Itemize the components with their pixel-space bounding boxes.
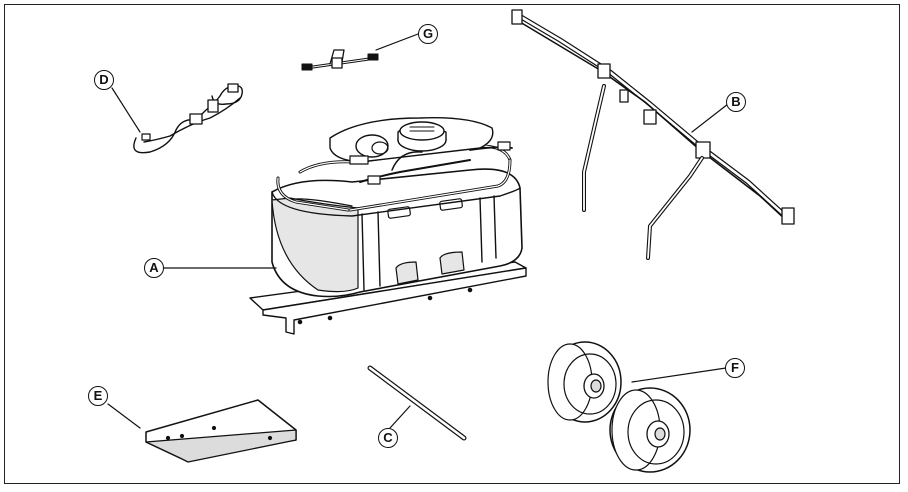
leader-g bbox=[375, 33, 419, 51]
callout-f: F bbox=[725, 358, 745, 378]
callout-a: A bbox=[144, 258, 164, 278]
boom-assembly bbox=[511, 9, 795, 260]
diagram-frame bbox=[4, 4, 900, 484]
connector-cable bbox=[301, 49, 379, 71]
rod bbox=[367, 365, 467, 441]
leader-e bbox=[107, 403, 141, 429]
leader-c bbox=[389, 405, 411, 429]
callout-c: C bbox=[378, 428, 398, 448]
leader-f bbox=[631, 367, 727, 383]
wheels bbox=[547, 341, 691, 473]
leader-d bbox=[111, 87, 141, 133]
wiring-harness bbox=[133, 83, 243, 154]
callout-g: G bbox=[418, 24, 438, 44]
leader-b bbox=[691, 103, 729, 133]
callout-b: B bbox=[726, 92, 746, 112]
tank-assembly bbox=[249, 117, 527, 335]
callout-d: D bbox=[94, 70, 114, 90]
bracket bbox=[145, 399, 297, 463]
callout-e: E bbox=[88, 386, 108, 406]
